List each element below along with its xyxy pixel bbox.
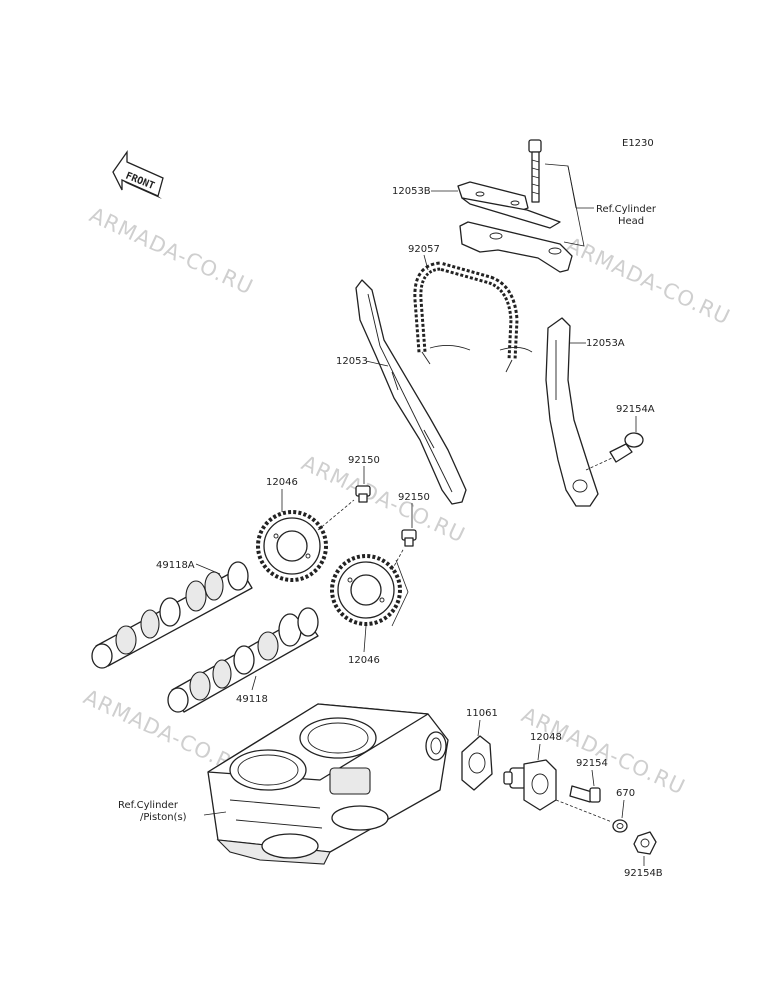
front-arrow-icon: FRONT <box>112 149 164 199</box>
watermark-2: ARMADA-CO.RU <box>563 233 734 330</box>
label-12053A: 12053A <box>586 338 625 349</box>
chain-guide-upper <box>457 181 573 273</box>
label-92057: 92057 <box>408 244 440 255</box>
chain-tensioner <box>503 759 557 811</box>
label-12046-upper: 12046 <box>266 477 298 488</box>
cap-nut-92154B <box>633 831 657 855</box>
camshaft-lower <box>167 607 319 713</box>
label-12046-lower: 12046 <box>348 655 380 666</box>
cam-chain <box>413 261 533 373</box>
bolt-92150-right <box>401 529 417 547</box>
label-12053B: 12053B <box>392 186 431 197</box>
label-92154: 92154 <box>576 758 608 769</box>
bolt-92154A <box>585 432 644 471</box>
label-49118: 49118 <box>236 694 268 705</box>
diagram-code: E1230 <box>622 138 654 149</box>
ref-cylinder-piston-line1: Ref.Cylinder <box>118 800 179 811</box>
label-49118A: 49118A <box>156 560 195 571</box>
watermark-1: ARMADA-CO.RU <box>86 203 257 300</box>
ref-head-bracket <box>544 163 585 247</box>
sprocket-upper <box>256 510 328 582</box>
gasket-11061 <box>461 735 493 791</box>
label-12053: 12053 <box>336 356 368 367</box>
label-92154B: 92154B <box>624 868 663 879</box>
chain-guide-rear <box>545 317 599 507</box>
label-11061: 11061 <box>466 708 498 719</box>
ref-cylinder-head-line1: Ref.Cylinder <box>596 204 657 215</box>
label-92150-right: 92150 <box>398 492 430 503</box>
cylinder-head-block <box>207 703 449 865</box>
label-92154A: 92154A <box>616 404 655 415</box>
chain-guide-front <box>355 279 467 505</box>
label-12048: 12048 <box>530 732 562 743</box>
washer-670 <box>555 799 628 833</box>
sprocket-lower <box>330 554 402 626</box>
camshaft-upper <box>91 561 253 669</box>
bolt-cylinder-head <box>528 139 542 203</box>
bolt-92154 <box>569 785 601 803</box>
bolt-92150-left <box>355 485 371 503</box>
label-670: 670 <box>616 788 635 799</box>
ref-cylinder-piston-line2: /Piston(s) <box>140 812 187 823</box>
ref-cylinder-head-line2: Head <box>618 216 644 227</box>
label-92150-left: 92150 <box>348 455 380 466</box>
